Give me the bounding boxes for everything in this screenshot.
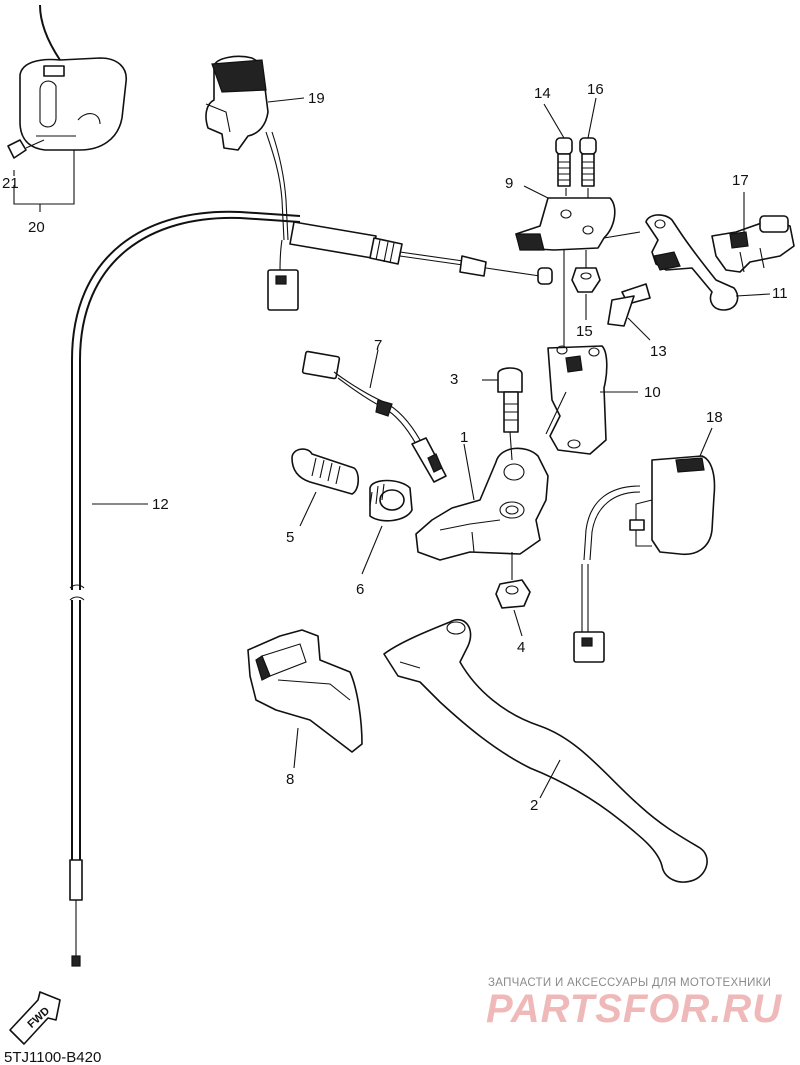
part-5-adjuster — [291, 448, 360, 495]
callout-15: 15 — [576, 323, 593, 340]
fwd-arrow-icon: FWD — [9, 991, 61, 1045]
callout-21: 21 — [2, 175, 19, 192]
part-16-bolt — [579, 137, 597, 187]
part-12-clutch-cable — [69, 210, 553, 967]
part-3-bolt — [497, 367, 523, 433]
callout-13: 13 — [650, 343, 667, 360]
callout-17: 17 — [732, 172, 749, 189]
part-7-wire-switch — [301, 350, 447, 483]
callout-labels: 1 2 3 4 5 6 7 8 9 10 11 12 13 14 15 16 1… — [2, 81, 788, 814]
part-2-clutch-lever — [383, 619, 708, 883]
part-18-switch — [573, 455, 716, 663]
callout-6: 6 — [356, 581, 364, 598]
part-9-clamp — [515, 197, 616, 251]
callout-5: 5 — [286, 529, 294, 546]
callout-14: 14 — [534, 85, 551, 102]
part-13-bolt — [607, 283, 651, 327]
callout-7: 7 — [374, 337, 382, 354]
callout-3: 3 — [450, 371, 458, 388]
callout-19: 19 — [308, 90, 325, 107]
callout-8: 8 — [286, 771, 294, 788]
callout-18: 18 — [706, 409, 723, 426]
part-17-lever-housing — [711, 215, 795, 273]
part-4-nut — [495, 579, 531, 609]
part-10-bracket — [547, 345, 608, 455]
callout-11: 11 — [772, 285, 788, 302]
part-6-locknut — [369, 479, 413, 522]
callout-2: 2 — [530, 797, 538, 814]
callout-4: 4 — [517, 639, 525, 656]
diagram-code: 5TJ1100-B420 — [4, 1049, 101, 1065]
part-8-lever-guard — [247, 629, 363, 753]
watermark: ЗАПЧАСТИ И АКСЕССУАРЫ ДЛЯ МОТОТЕХНИКИ PA… — [486, 977, 782, 1031]
part-21-screw — [7, 139, 45, 159]
callout-bracket-20-21 — [13, 150, 75, 212]
watermark-brand: PARTSFOR.RU — [486, 987, 782, 1031]
callout-9: 9 — [505, 175, 513, 192]
leader-lines — [13, 97, 771, 799]
callout-12: 12 — [152, 496, 169, 513]
watermark-tagline: ЗАПЧАСТИ И АКСЕССУАРЫ ДЛЯ МОТОТЕХНИКИ — [488, 977, 771, 989]
callout-1: 1 — [460, 429, 468, 446]
part-11-small-lever — [645, 214, 739, 311]
callout-10: 10 — [644, 384, 661, 401]
callout-16: 16 — [587, 81, 604, 98]
part-20-switch-housing — [19, 4, 127, 151]
part-15-nut — [571, 267, 601, 293]
part-14-bolt — [555, 137, 573, 187]
callout-20: 20 — [28, 219, 45, 236]
part-19-clutch-switch — [205, 55, 299, 311]
part-1-lever-holder — [415, 447, 549, 561]
